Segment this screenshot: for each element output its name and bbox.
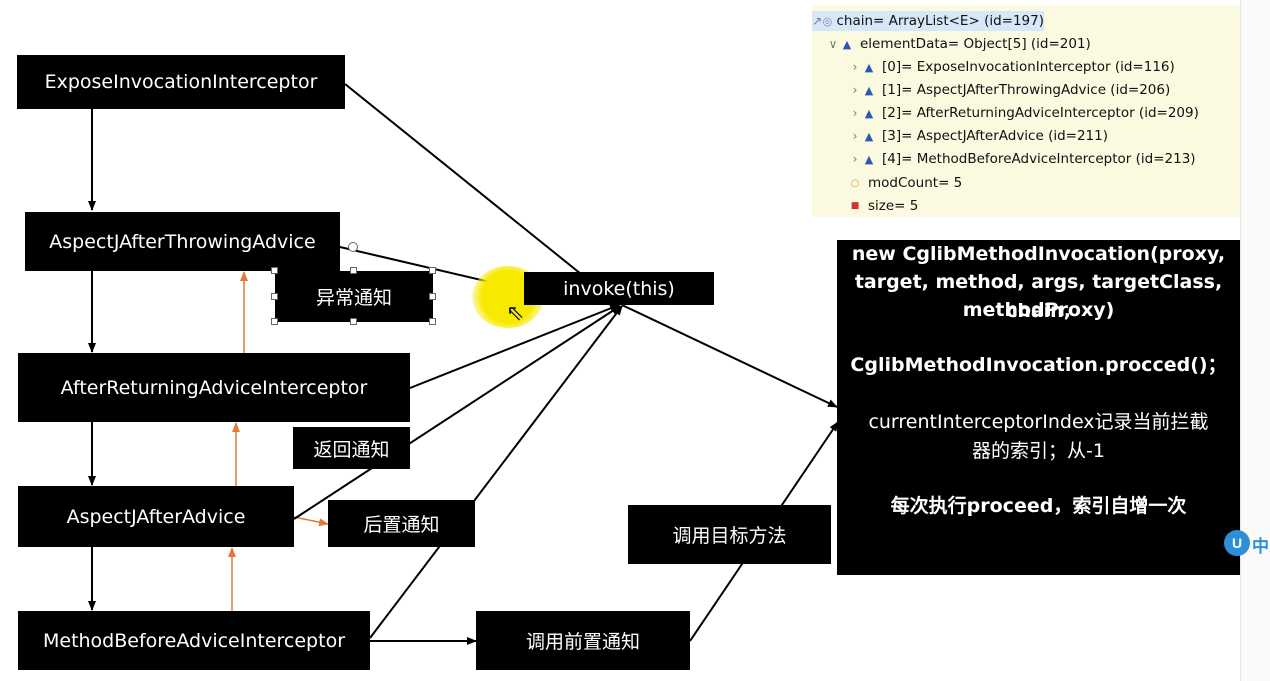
- selection-handle[interactable]: [429, 293, 436, 300]
- box-label: ExposeInvocationInterceptor: [44, 71, 318, 93]
- private-field-icon: ■: [850, 201, 860, 211]
- box-after-returning-advice-interceptor: AfterReturningAdviceInterceptor: [18, 353, 410, 422]
- debug-row-item[interactable]: › ▲ [4]= MethodBeforeAdviceInterceptor (…: [848, 149, 1196, 169]
- info-line: CglibMethodInvocation.procced()；: [850, 354, 1227, 376]
- box-label: AspectJAfterThrowingAdvice: [49, 230, 316, 253]
- box-label: 调用目标方法: [672, 525, 787, 547]
- input-method-label: 中: [1252, 537, 1269, 557]
- protected-field-icon: ○: [850, 177, 860, 189]
- badge-icon-glyph: U: [1231, 535, 1243, 551]
- box-invoke-this: invoke(this): [524, 272, 714, 305]
- field-icon: ▲: [864, 83, 874, 97]
- info-line: 每次执行proceed，索引自增一次: [890, 495, 1187, 517]
- chevron-right-icon[interactable]: ›: [852, 83, 858, 97]
- box-label: 异常通知: [315, 287, 392, 309]
- debug-row-chain[interactable]: ↗ ◎ chain= ArrayList<E> (id=197): [812, 11, 1044, 31]
- debug-text: elementData= Object[5] (id=201): [860, 36, 1091, 52]
- box-label: AfterReturningAdviceInterceptor: [60, 376, 368, 399]
- box-label: invoke(this): [563, 277, 675, 300]
- chevron-right-icon[interactable]: ›: [852, 152, 858, 166]
- chevron-right-icon[interactable]: ›: [852, 106, 858, 120]
- label-exception-notice[interactable]: 异常通知: [275, 271, 433, 322]
- selection-handle[interactable]: [429, 267, 436, 274]
- info-box-cglib-method-invocation: new CglibMethodInvocation(proxy, target,…: [837, 240, 1240, 575]
- selection-handle[interactable]: [271, 267, 278, 274]
- field-icon: ◎: [822, 14, 833, 28]
- info-line: currentInterceptorIndex记录当前拦截: [868, 411, 1209, 433]
- box-expose-invocation-interceptor: ExposeInvocationInterceptor: [17, 55, 345, 109]
- info-line: methodProxy): [962, 299, 1115, 321]
- box-label: AspectJAfterAdvice: [66, 505, 246, 528]
- debug-row-size[interactable]: ■ size= 5: [848, 196, 919, 216]
- label-call-target-method: 调用目标方法: [628, 505, 831, 564]
- selection-handle[interactable]: [271, 293, 278, 300]
- field-icon: ▲: [864, 152, 874, 166]
- field-icon: ▲: [864, 106, 874, 120]
- field-icon: ▲: [864, 129, 874, 143]
- debug-row-item[interactable]: › ▲ [1]= AspectJAfterThrowingAdvice (id=…: [848, 80, 1171, 100]
- collapse-icon[interactable]: ↗: [812, 14, 823, 28]
- debugger-variables-panel: ↗ ◎ chain= ArrayList<E> (id=197) ∨ ▲ ele…: [812, 5, 1240, 217]
- selection-handle[interactable]: [429, 318, 436, 325]
- rotate-handle[interactable]: [348, 242, 358, 252]
- chevron-right-icon[interactable]: ›: [852, 129, 858, 143]
- debug-text: modCount= 5: [868, 175, 963, 191]
- selection-handle[interactable]: [350, 267, 357, 274]
- arrow-invoke-to-info: [621, 304, 838, 408]
- box-aspectj-after-throwing-advice: AspectJAfterThrowingAdvice: [25, 212, 340, 271]
- selection-handle[interactable]: [271, 318, 278, 325]
- debug-text: [3]= AspectJAfterAdvice (id=211): [882, 128, 1109, 144]
- chevron-down-icon[interactable]: ∨: [828, 37, 838, 51]
- debug-row-item[interactable]: › ▲ [0]= ExposeInvocationInterceptor (id…: [848, 57, 1175, 77]
- debug-text: [1]= AspectJAfterThrowingAdvice (id=206): [882, 82, 1171, 98]
- field-icon: ▲: [864, 60, 874, 74]
- box-label: 调用前置通知: [525, 631, 640, 653]
- label-call-before-notice: 调用前置通知: [476, 611, 690, 670]
- field-icon: ▲: [842, 37, 852, 51]
- input-method-icon[interactable]: U: [1224, 530, 1250, 556]
- box-label: MethodBeforeAdviceInterceptor: [42, 629, 346, 652]
- info-line: target, method, args, targetClass, chain…: [854, 271, 1223, 322]
- debug-row-element-data[interactable]: ∨ ▲ elementData= Object[5] (id=201): [826, 34, 1091, 54]
- debug-text: size= 5: [868, 198, 919, 214]
- debug-text: chain= ArrayList<E> (id=197): [836, 13, 1045, 29]
- info-line: 器的索引；从-1: [972, 440, 1105, 462]
- right-edge-strip: [1240, 0, 1270, 681]
- arrow-before-to-invoke: [369, 305, 623, 639]
- arrow-expose-to-invoke: [344, 83, 618, 304]
- box-label: 后置通知: [363, 514, 440, 536]
- debug-text: [0]= ExposeInvocationInterceptor (id=116…: [882, 59, 1175, 75]
- box-method-before-advice-interceptor: MethodBeforeAdviceInterceptor: [18, 611, 370, 670]
- arrow-returning-to-invoke: [409, 304, 620, 389]
- debug-row-item[interactable]: › ▲ [3]= AspectJAfterAdvice (id=211): [848, 126, 1108, 146]
- orange-arrow-after-to-after-notice: [293, 516, 329, 527]
- label-after-notice: 后置通知: [328, 500, 475, 547]
- box-label: 返回通知: [313, 438, 390, 461]
- info-line: new CglibMethodInvocation(proxy,: [851, 243, 1226, 265]
- label-return-notice: 返回通知: [293, 427, 410, 469]
- debug-row-mod-count[interactable]: ○ modCount= 5: [848, 173, 963, 193]
- selection-handle[interactable]: [350, 318, 357, 325]
- debug-row-item[interactable]: › ▲ [2]= AfterReturningAdviceInterceptor…: [848, 103, 1199, 123]
- debug-text: [4]= MethodBeforeAdviceInterceptor (id=2…: [882, 151, 1196, 167]
- debug-text: [2]= AfterReturningAdviceInterceptor (id…: [882, 105, 1199, 121]
- arrow-after-to-invoke: [293, 305, 621, 520]
- chevron-right-icon[interactable]: ›: [852, 60, 858, 74]
- mouse-cursor-icon: ⇖: [506, 300, 525, 325]
- box-aspectj-after-advice: AspectJAfterAdvice: [18, 486, 294, 547]
